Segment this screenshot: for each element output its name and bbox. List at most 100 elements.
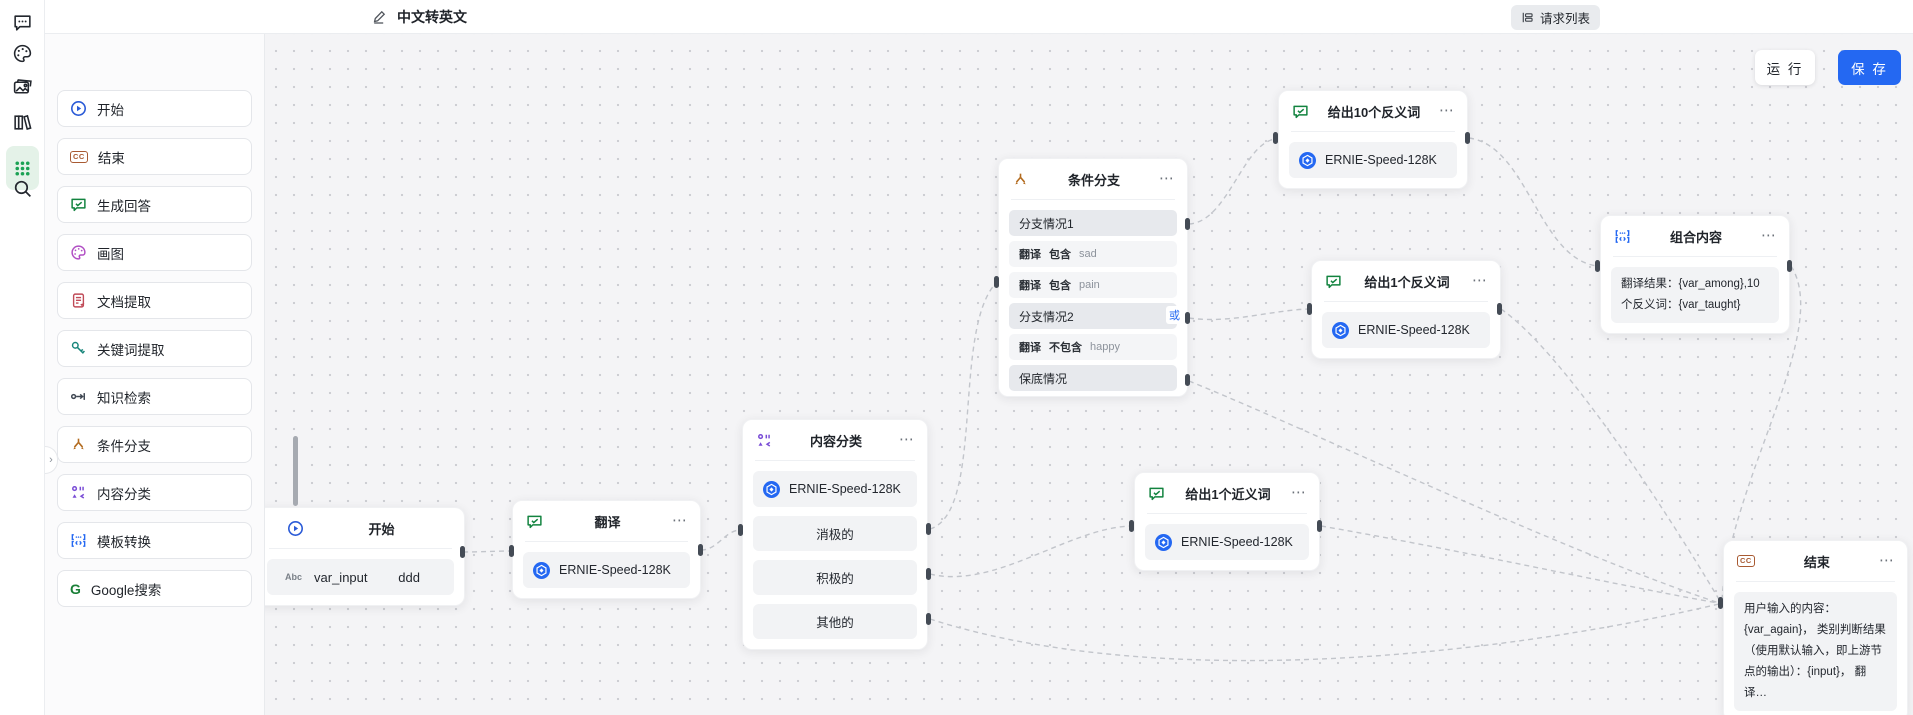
flow-canvas[interactable]: [45, 34, 1913, 715]
port-branch-out-fallback[interactable]: [1185, 374, 1190, 386]
rail-workflow-icon[interactable]: [0, 146, 45, 190]
node-start[interactable]: 开始 Abc var_input ddd: [256, 507, 465, 606]
or-join-badge: 或: [1166, 306, 1183, 324]
model-selector[interactable]: ERNIE-Speed-128K: [1145, 524, 1309, 560]
palette-item-label: 关键词提取: [97, 342, 165, 358]
branch-condition-2[interactable]: 翻译 包含 pain: [1009, 272, 1177, 298]
palette-item-label: 条件分支: [97, 438, 151, 454]
condition-field: 翻译: [1019, 249, 1041, 261]
port-antonym10-out[interactable]: [1465, 132, 1470, 144]
model-selector[interactable]: ERNIE-Speed-128K: [1289, 142, 1457, 178]
node-antonym10[interactable]: 给出10个反义词 ⋯ ERNIE-Speed-128K: [1278, 90, 1468, 189]
branch-icon: [1015, 173, 1026, 184]
node-branch[interactable]: 条件分支 ⋯ 分支情况1 翻译 包含 sad 或 翻译 包含 pain 分支情况…: [998, 158, 1188, 397]
branch-condition-3[interactable]: 翻译 不包含 happy: [1009, 334, 1177, 360]
port-start-out[interactable]: [460, 546, 465, 558]
port-classify-out-positive[interactable]: [926, 568, 931, 580]
node-classify[interactable]: 内容分类 ⋯ ERNIE-Speed-128K 消极的 积极的 其他的: [742, 419, 928, 650]
port-branch-in[interactable]: [994, 276, 999, 288]
node-menu-icon[interactable]: ⋯: [899, 431, 914, 448]
model-selector[interactable]: ERNIE-Speed-128K: [523, 552, 690, 588]
node-title: 组合内容: [1669, 229, 1722, 245]
branch-case-2[interactable]: 分支情况2: [1009, 303, 1177, 329]
palette-item-start[interactable]: 开始: [57, 90, 252, 127]
node-menu-icon[interactable]: ⋯: [1439, 102, 1454, 119]
node-title: 给出1个近义词: [1185, 486, 1271, 502]
port-end-in[interactable]: [1718, 597, 1723, 609]
palette-item-draw[interactable]: 画图: [57, 234, 252, 271]
request-list-icon: [1522, 12, 1533, 23]
node-menu-icon[interactable]: ⋯: [1472, 272, 1487, 289]
rail-palette-icon[interactable]: [0, 43, 45, 64]
branch-icon: [73, 438, 84, 450]
start-variable-row[interactable]: Abc var_input ddd: [267, 559, 454, 595]
node-menu-icon[interactable]: ⋯: [1761, 227, 1776, 244]
port-branch-out-case2[interactable]: [1185, 312, 1190, 324]
save-button[interactable]: 保 存: [1838, 50, 1901, 85]
port-combine-out[interactable]: [1787, 260, 1792, 272]
rail-chat-icon[interactable]: [0, 12, 45, 33]
port-classify-out-negative[interactable]: [926, 523, 931, 535]
ernie-logo-icon: [533, 561, 550, 579]
node-antonym1[interactable]: 给出1个反义词 ⋯ ERNIE-Speed-128K: [1311, 260, 1501, 359]
palette-item-label: 文档提取: [97, 294, 151, 310]
condition-operator: 不包含: [1049, 342, 1082, 354]
palette-item-end[interactable]: CC 结束: [57, 138, 252, 175]
model-selector[interactable]: ERNIE-Speed-128K: [1322, 312, 1490, 348]
port-combine-in[interactable]: [1595, 260, 1600, 272]
palette-item-google-search[interactable]: G Google搜索: [57, 570, 252, 607]
palette-item-template-transform[interactable]: 模板转换: [57, 522, 252, 559]
node-menu-icon[interactable]: ⋯: [1291, 484, 1306, 501]
divider: [1736, 581, 1895, 582]
port-translate-in[interactable]: [509, 545, 514, 557]
divider: [269, 548, 452, 549]
port-antonym1-out[interactable]: [1497, 303, 1502, 315]
rail-search-icon[interactable]: [0, 178, 45, 199]
rail-library-icon[interactable]: [0, 112, 45, 133]
category-positive[interactable]: 积极的: [753, 560, 917, 595]
node-combine[interactable]: 组合内容 ⋯ 翻译结果：{var_among},10个反义词：{var_taug…: [1600, 215, 1790, 334]
combine-content[interactable]: 翻译结果：{var_among},10个反义词：{var_taught}: [1611, 267, 1779, 323]
palette-item-content-classify[interactable]: 内容分类: [57, 474, 252, 511]
node-synonym1[interactable]: 给出1个近义词 ⋯ ERNIE-Speed-128K: [1134, 472, 1320, 571]
port-antonym10-in[interactable]: [1273, 132, 1278, 144]
branch-condition-1[interactable]: 翻译 包含 sad: [1009, 241, 1177, 267]
node-translate[interactable]: 翻译 ⋯ ERNIE-Speed-128K: [512, 500, 701, 599]
canvas-scrollbar-thumb[interactable]: [293, 436, 298, 506]
palette-item-keyword-extract[interactable]: 关键词提取: [57, 330, 252, 367]
rail-images-icon[interactable]: [0, 77, 45, 98]
branch-case-1[interactable]: 分支情况1: [1009, 210, 1177, 236]
retrieve-arrow-icon: [70, 393, 85, 400]
condition-field: 翻译: [1019, 342, 1041, 354]
ernie-logo-icon: [1299, 151, 1316, 169]
node-menu-icon[interactable]: ⋯: [1159, 170, 1174, 187]
palette-item-condition-branch[interactable]: 条件分支: [57, 426, 252, 463]
end-icon: CC: [70, 150, 88, 163]
node-end[interactable]: CC 结束 ⋯ 用户输入的内容：{var_again}， 类别判断结果（使用默认…: [1723, 540, 1908, 715]
category-negative[interactable]: 消极的: [753, 516, 917, 551]
request-list-button[interactable]: 请求列表: [1511, 5, 1601, 30]
end-content[interactable]: 用户输入的内容：{var_again}， 类别判断结果（使用默认输入，即上游节点…: [1734, 592, 1897, 711]
port-synonym1-in[interactable]: [1129, 520, 1134, 532]
port-antonym1-in[interactable]: [1307, 303, 1312, 315]
run-button[interactable]: 运 行: [1755, 50, 1815, 85]
palette-item-knowledge-search[interactable]: 知识检索: [57, 378, 252, 415]
palette-item-doc-extract[interactable]: 文档提取: [57, 282, 252, 319]
model-selector[interactable]: ERNIE-Speed-128K: [753, 471, 917, 507]
key-icon: [71, 341, 85, 354]
category-other[interactable]: 其他的: [753, 604, 917, 639]
node-title: 翻译: [594, 514, 621, 530]
node-title: 内容分类: [809, 433, 862, 449]
palette-item-generate-answer[interactable]: 生成回答: [57, 186, 252, 223]
node-menu-icon[interactable]: ⋯: [672, 512, 687, 529]
port-branch-out-case1[interactable]: [1185, 218, 1190, 230]
node-menu-icon[interactable]: ⋯: [1879, 552, 1894, 569]
branch-fallback[interactable]: 保底情况: [1009, 365, 1177, 391]
edit-pencil-icon[interactable]: [372, 9, 388, 25]
port-classify-in[interactable]: [738, 524, 743, 536]
port-synonym1-out[interactable]: [1317, 520, 1322, 532]
chat-check-icon: [71, 198, 86, 212]
port-translate-out[interactable]: [698, 544, 703, 556]
port-classify-out-other[interactable]: [926, 613, 931, 625]
model-name: ERNIE-Speed-128K: [559, 563, 671, 577]
